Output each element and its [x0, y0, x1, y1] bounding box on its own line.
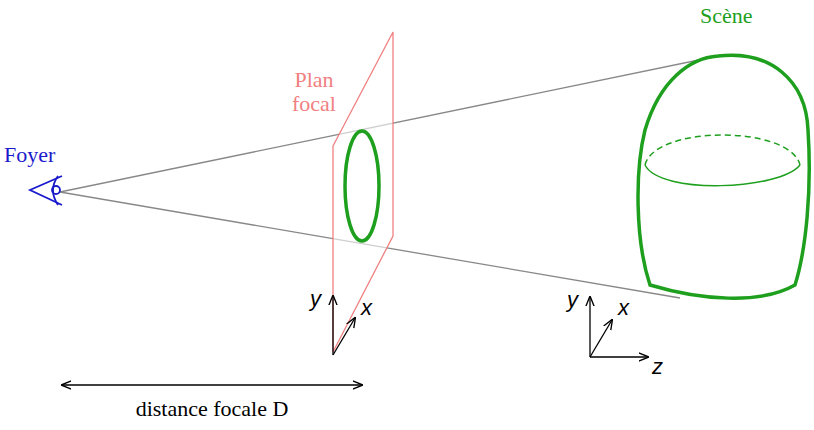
axis-label: y — [567, 288, 578, 312]
axes — [590, 297, 648, 357]
eye-symbol — [30, 176, 62, 205]
dimension-arrow — [62, 384, 362, 385]
axis-label: x — [361, 296, 372, 320]
dimension-label: distance focale D — [136, 397, 289, 421]
focus-label: Foyer — [4, 143, 55, 167]
focal-plane — [333, 32, 393, 352]
scene-label: Scène — [700, 4, 753, 28]
scene-object — [638, 55, 809, 298]
plane-label: Plan focal — [284, 68, 344, 116]
axis-label: z — [652, 355, 663, 379]
axis-label: y — [310, 287, 321, 311]
axis-label: x — [618, 296, 629, 320]
projected-image — [345, 131, 379, 241]
axes — [333, 296, 355, 355]
